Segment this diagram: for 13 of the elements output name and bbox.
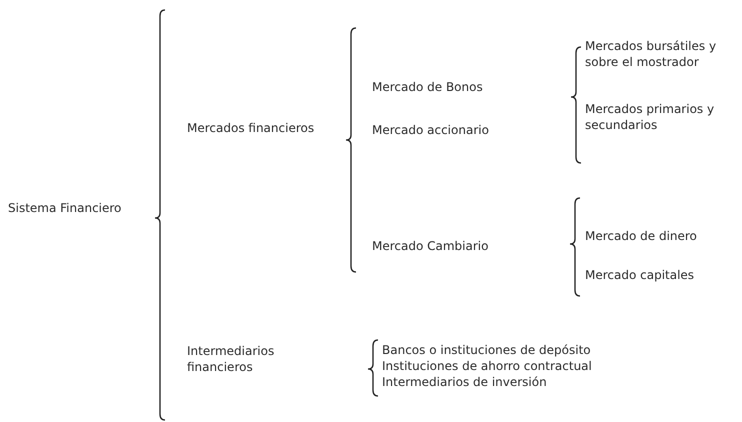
label-text: Mercado capitales — [585, 268, 694, 282]
label-text: Mercado accionario — [372, 123, 489, 137]
label-text: Sistema Financiero — [8, 201, 122, 215]
label-text: Bancos o instituciones de depósito — [382, 343, 591, 357]
label-text: Instituciones de ahorro contractual — [382, 359, 592, 373]
label-text: Mercado de Bonos — [372, 80, 483, 94]
label-text: Intermediarios de inversión — [382, 375, 547, 389]
label-text: Mercados financieros — [187, 121, 314, 135]
label-text: Mercados primarios y secundarios — [585, 102, 714, 132]
label-text: Mercado de dinero — [585, 229, 697, 243]
label-text: Mercados bursátiles y sobre el mostrador — [585, 39, 716, 69]
label-text: Mercado Cambiario — [372, 239, 488, 253]
label-text: Intermediarios financieros — [187, 344, 274, 374]
